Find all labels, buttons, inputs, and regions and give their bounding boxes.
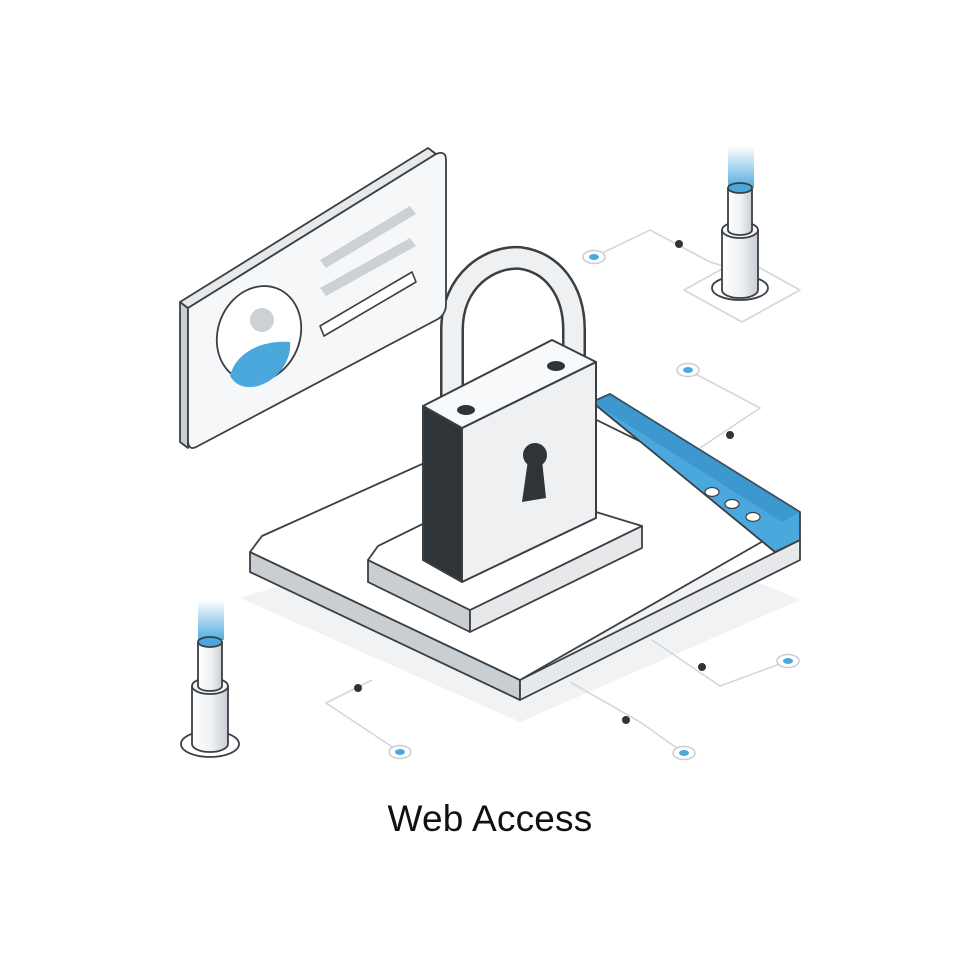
light-beacon-icon — [683, 146, 801, 323]
window-dot-icon — [745, 511, 761, 523]
network-node-icon — [672, 745, 696, 761]
avatar-icon — [215, 285, 303, 388]
illustration-title: Web Access — [387, 798, 593, 839]
junction-dot — [354, 684, 362, 692]
network-node-icon — [776, 653, 800, 669]
junction-dot — [675, 240, 683, 248]
keyhole-icon — [522, 443, 547, 502]
user-profile-card-icon — [179, 147, 447, 449]
junction-dot — [622, 716, 630, 724]
profile-text-lines — [320, 206, 416, 296]
padlock-icon — [422, 245, 597, 583]
light-beacon-icon — [180, 600, 240, 758]
network-node-icon — [388, 744, 412, 760]
network-nodes — [354, 240, 800, 761]
network-node-icon — [676, 362, 700, 378]
junction-dot — [726, 431, 734, 439]
network-node-icon — [582, 249, 606, 265]
window-dot-icon — [704, 486, 720, 498]
profile-input-field — [319, 271, 417, 337]
junction-dot — [698, 663, 706, 671]
window-dot-icon — [724, 498, 740, 510]
